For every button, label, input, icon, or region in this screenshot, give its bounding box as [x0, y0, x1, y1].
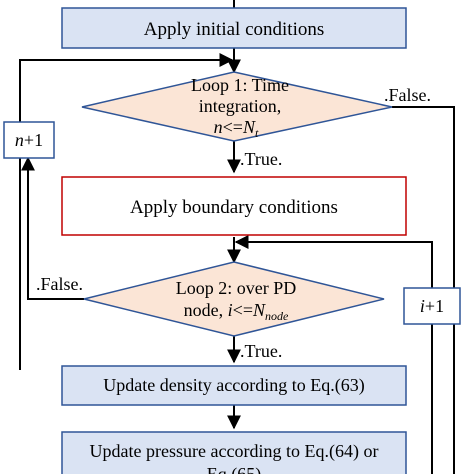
- loop2-bound: N: [252, 300, 266, 320]
- loop2-op: <=: [233, 300, 253, 320]
- loop1-bound: N: [242, 117, 256, 137]
- loop2-line1: Loop 2: over PD: [176, 278, 297, 298]
- loop2-false-line: [21, 156, 84, 300]
- n-var: n: [15, 130, 24, 150]
- apply-boundary-label: Apply boundary conditions: [130, 197, 338, 218]
- i-increment-box: i+1: [403, 287, 461, 325]
- loop1-bound-sub: t: [255, 126, 259, 140]
- loop2-true-label: .True.: [240, 341, 282, 361]
- apply-initial-conditions-box: Apply initial conditions: [61, 7, 407, 49]
- n-increment-label: n+1: [15, 130, 43, 150]
- return-line-to-loop2: [234, 235, 433, 474]
- loop1-decision: Loop 1: Time integration, n<=Nt: [81, 71, 393, 142]
- update-density-label: Update density according to Eq.(63): [103, 375, 364, 396]
- loop1-true-label: .True.: [240, 149, 282, 169]
- loop1-var: n: [214, 117, 223, 137]
- n-inc: +1: [24, 130, 43, 150]
- loop2-prefix: node,: [184, 300, 228, 320]
- apply-initial-label: Apply initial conditions: [144, 19, 325, 40]
- loop1-false-exit-line: [392, 106, 455, 474]
- loop1-op: <=: [223, 117, 243, 137]
- loop2-var: i: [228, 300, 233, 320]
- update-pressure-line1: Update pressure according to Eq.(64) or: [90, 441, 379, 462]
- return-line-to-loop1: [19, 53, 234, 370]
- update-pressure-box: Update pressure according to Eq.(64) or …: [61, 431, 407, 474]
- i-inc: +1: [425, 296, 444, 316]
- loop2-decision: Loop 2: over PD node, i<=Nnode: [83, 261, 385, 337]
- loop1-condition: n<=Nt: [214, 117, 259, 140]
- i-var: i: [420, 296, 425, 316]
- n-increment-box: n+1: [3, 121, 55, 159]
- apply-boundary-conditions-box: Apply boundary conditions: [61, 176, 407, 236]
- loop1-line2: integration,: [199, 96, 281, 116]
- update-density-box: Update density according to Eq.(63): [61, 365, 407, 406]
- loop2-false-label: .False.: [36, 274, 83, 294]
- loop2-condition: node, i<=Nnode: [184, 300, 289, 323]
- loop2-bound-sub: node: [265, 309, 289, 323]
- loop1-line1: Loop 1: Time: [191, 75, 289, 95]
- update-pressure-line2: Eq.(65): [207, 464, 261, 474]
- loop1-false-label: .False.: [384, 85, 431, 105]
- i-increment-label: i+1: [420, 296, 444, 316]
